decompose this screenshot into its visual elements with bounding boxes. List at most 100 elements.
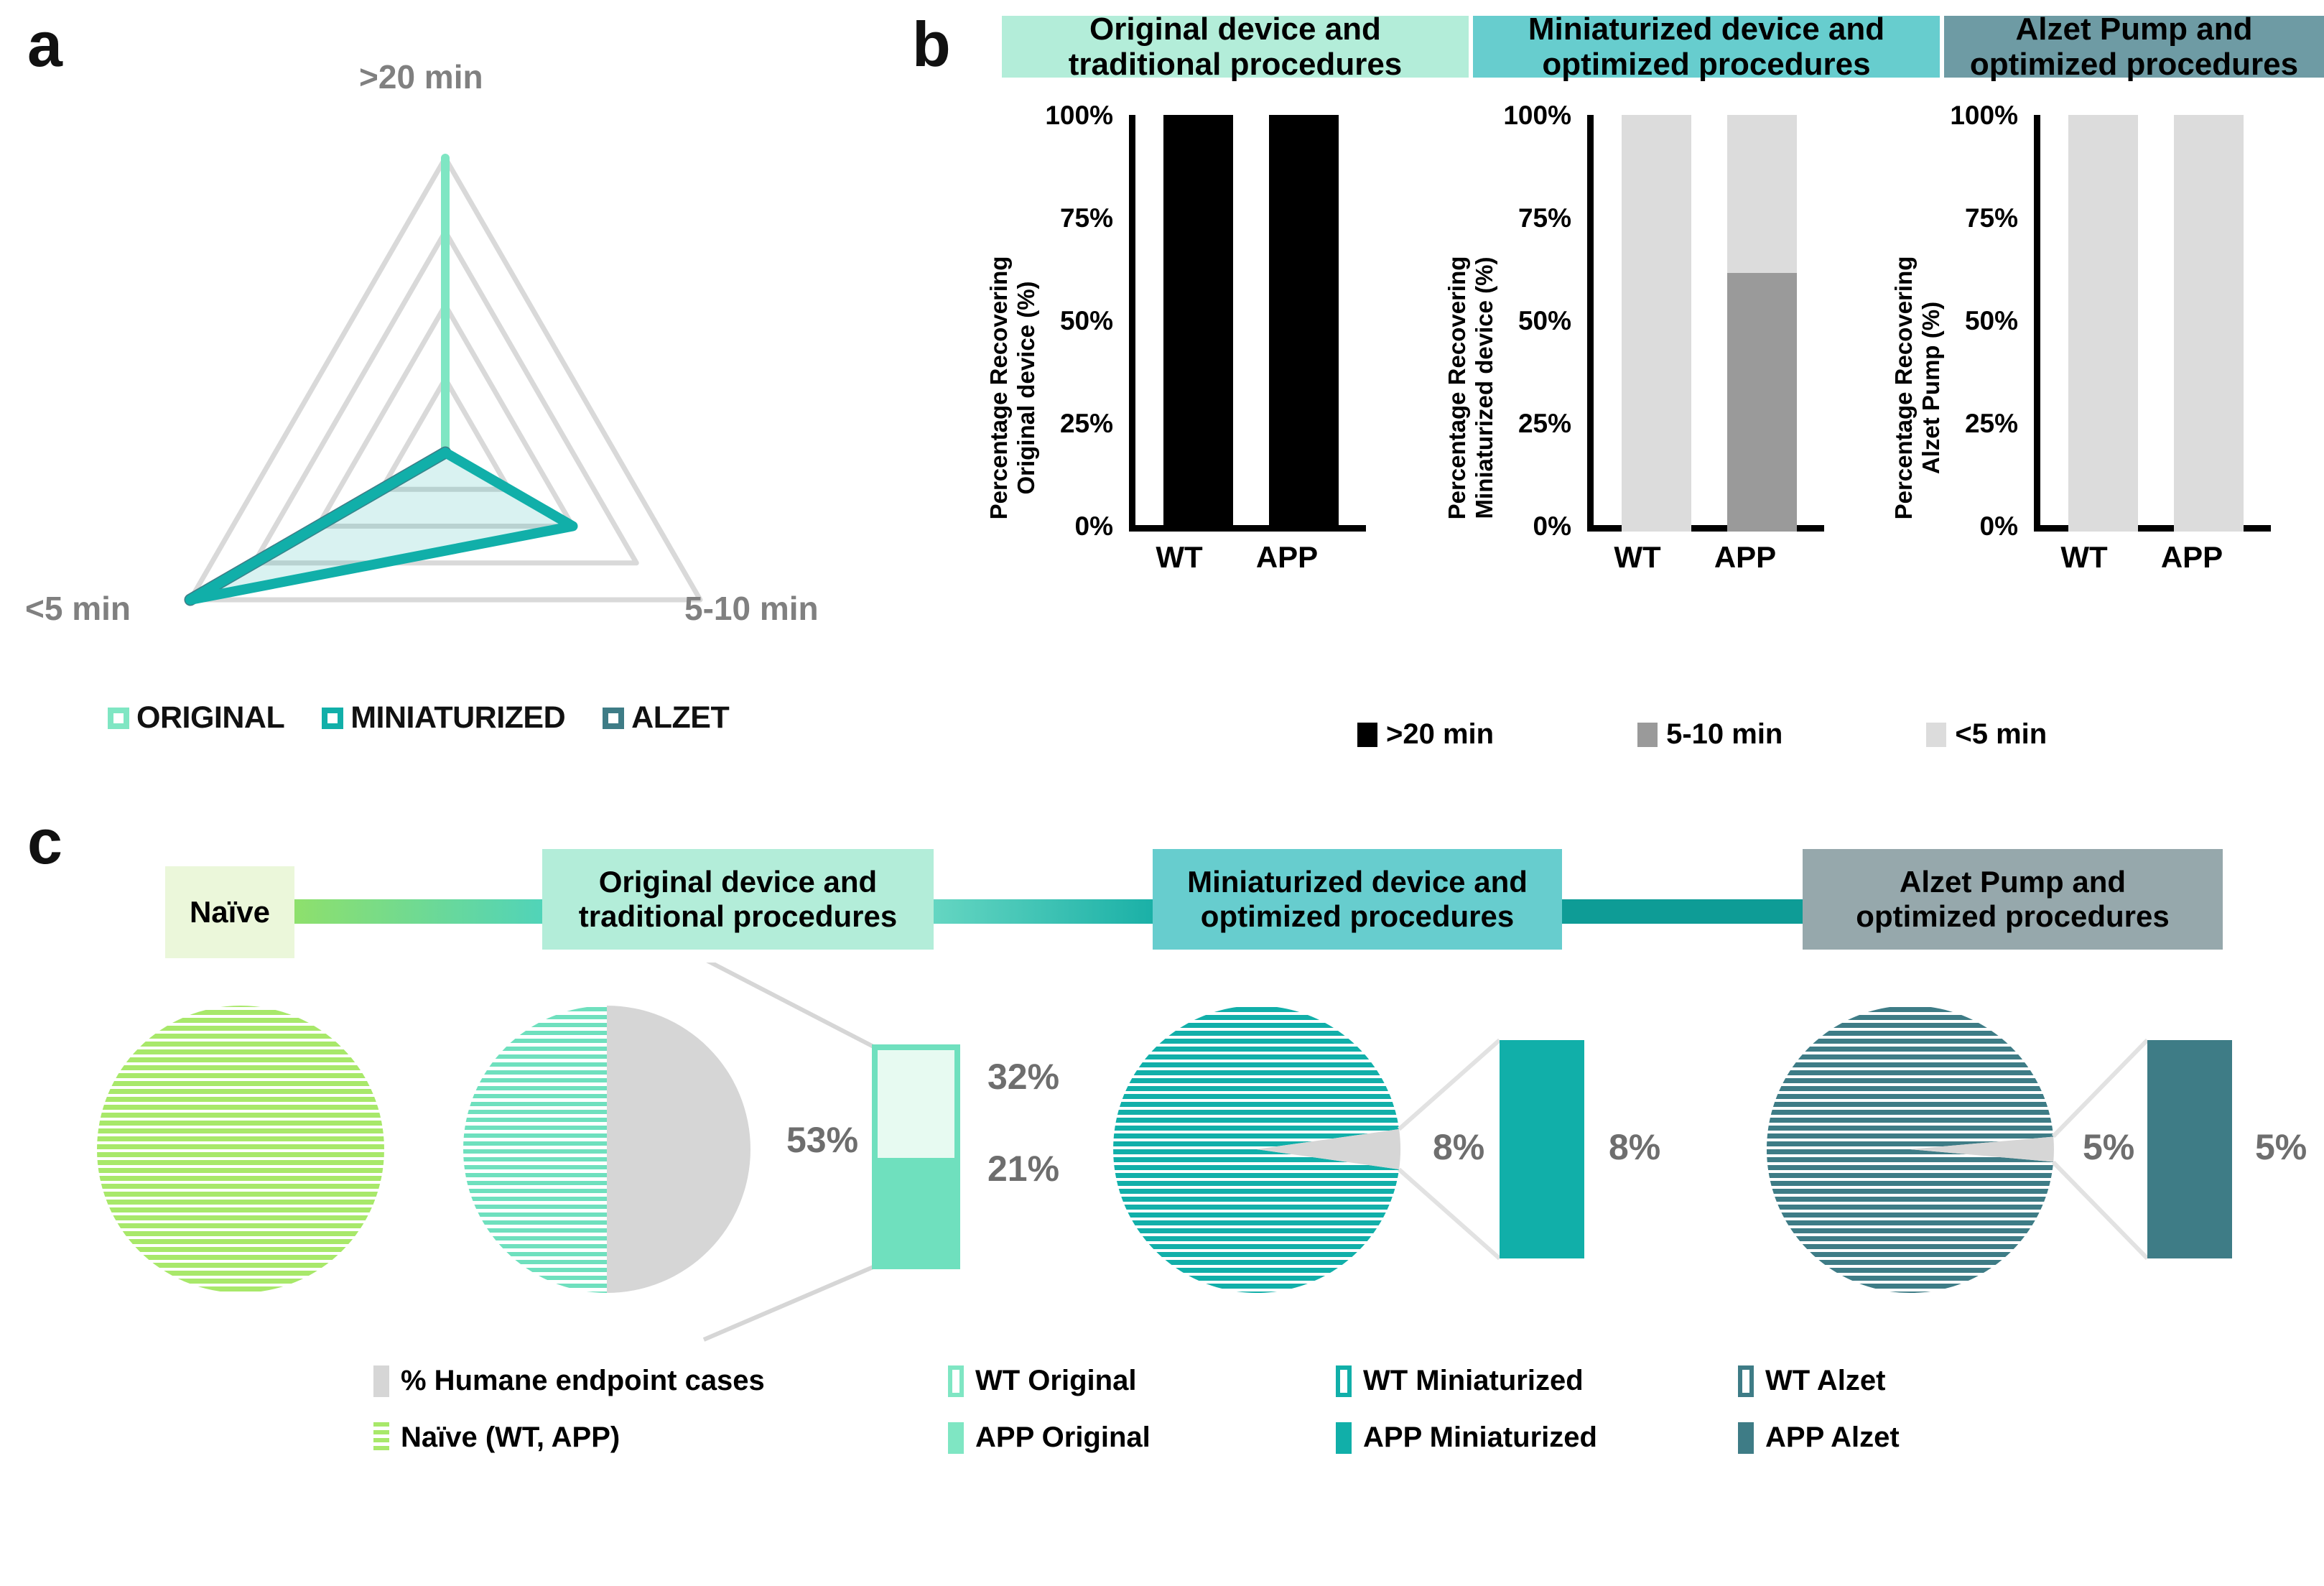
pie-original xyxy=(463,1006,750,1293)
legend-label-humane-endpoint: % Humane endpoint cases xyxy=(401,1365,765,1396)
legend-swatch-wt-alzet xyxy=(1738,1365,1754,1397)
callout-leader-miniaturized xyxy=(1398,1038,1501,1261)
legend-swatch-miniaturized xyxy=(322,707,344,729)
legend-label-app-alzet: APP Alzet xyxy=(1765,1422,1900,1453)
header-line2-miniaturized: optimized procedures xyxy=(1542,47,1871,82)
legend-label-wt-original: WT Original xyxy=(975,1365,1137,1396)
plot-area-alzet xyxy=(2034,115,2271,532)
legend-label-alzet: ALZET xyxy=(631,700,730,735)
x-axis-line-original xyxy=(1129,525,1366,532)
legend-item-naive[interactable]: Naïve (WT, APP) xyxy=(373,1422,948,1454)
pct-endpoint-original: 53% xyxy=(786,1120,859,1160)
legend-swatch-app-alzet xyxy=(1738,1422,1754,1454)
panel-c: c Naïve Original device and traditional … xyxy=(0,783,2324,1586)
header-line2-alzet: optimized procedures xyxy=(1969,47,2299,82)
panel-c-header-alzet-line2: optimized procedures xyxy=(1856,899,2170,933)
bar-app-original[interactable] xyxy=(1269,115,1339,532)
legend-label-naive: Naïve (WT, APP) xyxy=(401,1422,620,1453)
plot-area-original xyxy=(1129,115,1366,532)
legend-item-app-original[interactable]: APP Original xyxy=(948,1422,1336,1454)
radar-chart: >20 min 5-10 min <5 min xyxy=(25,58,847,627)
legend-swatch-gt20 xyxy=(1357,722,1377,747)
y-axis-line-alzet xyxy=(2034,115,2040,532)
callout-bar-app-alzet xyxy=(2147,1040,2232,1258)
header-line1-alzet: Alzet Pump and xyxy=(2015,11,2253,47)
y-axis-line-miniaturized xyxy=(1587,115,1594,532)
y-axis-title-line1-miniaturized: Percentage Recovering xyxy=(1444,256,1470,520)
panel-c-header-miniaturized: Miniaturized device and optimized proced… xyxy=(1153,849,1562,950)
callout-bar-app-miniaturized xyxy=(1500,1040,1584,1258)
y-tick-0-alzet: 0% xyxy=(1979,511,2018,541)
y-tick-75-alzet: 75% xyxy=(1964,203,2018,233)
legend-swatch-app-miniaturized xyxy=(1336,1422,1352,1454)
bar-wt-original[interactable] xyxy=(1163,115,1233,532)
x-tick-wt-miniaturized: WT xyxy=(1614,540,1661,574)
y-tick-100-miniaturized: 100% xyxy=(1503,101,1571,130)
header-line1-original: Original device and xyxy=(1089,11,1381,47)
legend-item-miniaturized[interactable]: MINIATURIZED xyxy=(322,700,566,736)
legend-item-gt20[interactable]: >20 min xyxy=(1357,718,1494,751)
panel-b-header-miniaturized: Miniaturized device and optimized proced… xyxy=(1473,11,1940,82)
legend-item-app-alzet[interactable]: APP Alzet xyxy=(1738,1422,1900,1454)
bar-chart-miniaturized: Percentage Recovering Miniaturized devic… xyxy=(1428,101,1844,639)
y-tick-0-original: 0% xyxy=(1074,511,1113,541)
y-tick-50-alzet: 50% xyxy=(1964,306,2018,335)
panel-c-header-original-line2: traditional procedures xyxy=(578,899,898,933)
callout-leader-alzet xyxy=(2051,1038,2149,1261)
legend-swatch-original xyxy=(108,707,129,729)
radar-svg xyxy=(184,154,703,606)
callout-bar-app-original xyxy=(872,1158,960,1269)
legend-label-lt5: <5 min xyxy=(1955,718,2048,750)
bar-wt-miniaturized[interactable] xyxy=(1622,115,1691,532)
legend-swatch-lt5 xyxy=(1926,722,1947,747)
panel-c-header-miniaturized-line2: optimized procedures xyxy=(1200,899,1515,933)
legend-item-app-miniaturized[interactable]: APP Miniaturized xyxy=(1336,1422,1738,1454)
y-axis-line-original xyxy=(1129,115,1135,532)
legend-item-humane-endpoint[interactable]: % Humane endpoint cases xyxy=(373,1365,948,1397)
legend-swatch-wt-miniaturized xyxy=(1336,1365,1352,1397)
panel-c-letter: c xyxy=(27,806,62,877)
legend-item-wt-alzet[interactable]: WT Alzet xyxy=(1738,1365,1885,1397)
legend-item-original[interactable]: ORIGINAL xyxy=(108,700,285,736)
legend-item-wt-miniaturized[interactable]: WT Miniaturized xyxy=(1336,1365,1738,1397)
y-tick-25-original: 25% xyxy=(1059,409,1113,438)
panel-b: b Original device and traditional proced… xyxy=(898,0,2324,783)
x-tick-app-miniaturized: APP xyxy=(1714,540,1777,574)
legend-item-lt5[interactable]: <5 min xyxy=(1926,718,2047,751)
connector-miniaturized-to-alzet xyxy=(1543,899,1808,924)
legend-label-gt20: >20 min xyxy=(1386,718,1495,750)
panel-c-header-alzet: Alzet Pump and optimized procedures xyxy=(1803,849,2223,950)
pie-naive xyxy=(97,1006,384,1293)
y-tick-100-original: 100% xyxy=(1045,101,1113,130)
legend-label-wt-miniaturized: WT Miniaturized xyxy=(1363,1365,1584,1396)
bar-wt-alzet[interactable] xyxy=(2068,115,2138,532)
pie-miniaturized xyxy=(1113,1006,1401,1293)
panel-c-legend-row-1: % Humane endpoint cases WT Original WT M… xyxy=(373,1365,2097,1397)
y-tick-100-alzet: 100% xyxy=(1950,101,2018,130)
legend-item-5to10[interactable]: 5-10 min xyxy=(1637,718,1782,751)
legend-item-wt-original[interactable]: WT Original xyxy=(948,1365,1336,1397)
y-tick-0-miniaturized: 0% xyxy=(1533,511,1571,541)
radar-grid xyxy=(187,155,703,603)
legend-swatch-5to10 xyxy=(1637,722,1658,747)
pct-app-original: 21% xyxy=(987,1149,1060,1189)
pct-wt-original: 32% xyxy=(987,1057,1060,1097)
y-tick-75-miniaturized: 75% xyxy=(1517,203,1571,233)
pct-endpoint-alzet: 5% xyxy=(2083,1127,2135,1167)
panel-b-header-alzet: Alzet Pump and optimized procedures xyxy=(1944,11,2324,82)
x-tick-wt-original: WT xyxy=(1156,540,1203,574)
legend-item-alzet[interactable]: ALZET xyxy=(603,700,730,736)
legend-label-wt-alzet: WT Alzet xyxy=(1765,1365,1886,1396)
radar-axis-label-lt5: <5 min xyxy=(25,590,131,627)
plot-area-miniaturized xyxy=(1587,115,1824,532)
panel-c-flow-diagram xyxy=(97,963,2232,1342)
panel-c-header-naive-label: Naïve xyxy=(189,894,271,929)
bar-app-miniaturized[interactable] xyxy=(1727,115,1797,532)
connector-naive-to-original xyxy=(291,899,549,924)
callout-leader-original xyxy=(702,963,876,1342)
panel-c-legend-row-2: Naïve (WT, APP) APP Original APP Miniatu… xyxy=(373,1422,2097,1454)
bar-segment-lt5-app-miniaturized xyxy=(1727,115,1797,274)
bar-app-alzet[interactable] xyxy=(2174,115,2244,532)
header-line1-miniaturized: Miniaturized device and xyxy=(1528,11,1885,47)
panel-c-legend: % Humane endpoint cases WT Original WT M… xyxy=(373,1365,2097,1478)
